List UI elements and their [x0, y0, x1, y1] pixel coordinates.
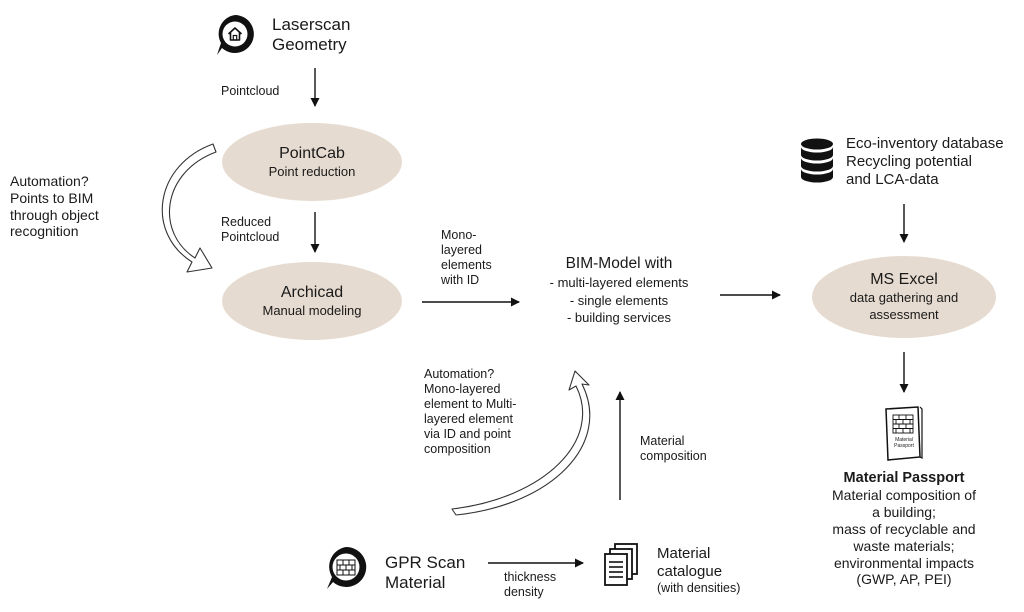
material-catalogue-label: Material catalogue (with densities) — [657, 545, 741, 595]
archicad-node: Archicad Manual modeling — [222, 262, 402, 340]
archicad-title: Archicad — [280, 283, 344, 301]
msexcel-title: MS Excel — [870, 271, 938, 289]
laserscan-label: Laserscan Geometry — [272, 15, 351, 55]
archicad-subtitle: Manual modeling — [262, 302, 362, 318]
mono-layered-label: Mono- layered elements with ID — [441, 228, 492, 287]
database-icon — [800, 138, 834, 184]
curved-automation-arrow-1 — [161, 143, 217, 273]
automation-note-1: Automation? Points to BIM through object… — [10, 173, 99, 240]
gpr-scan-label: GPR Scan Material — [385, 553, 466, 593]
bim-title: BIM-Model with — [565, 255, 673, 272]
pointcab-title: PointCab — [279, 144, 345, 162]
pointcab-node: PointCab Point reduction — [222, 123, 402, 201]
thickness-density-label: thickness density — [504, 570, 557, 599]
material-passport-block: Material Passport Material composition o… — [812, 470, 996, 588]
material-passport-title: Material Passport — [843, 470, 965, 486]
msexcel-node: MS Excel data gathering and assessment — [812, 256, 996, 338]
passport-icon-text: Material Passport — [894, 437, 914, 449]
reduced-pointcloud-label: Reduced Pointcloud — [221, 215, 280, 244]
bim-model-block: BIM-Model with - multi-layered elements … — [533, 254, 705, 327]
pointcab-subtitle: Point reduction — [268, 163, 356, 179]
documents-stack-icon — [603, 543, 639, 587]
pointcloud-label: Pointcloud — [221, 84, 280, 98]
eco-inventory-label: Eco-inventory database Recycling potenti… — [846, 135, 1004, 188]
material-composition-label: Material composition — [640, 434, 707, 463]
home-pin-icon — [214, 13, 256, 57]
automation-note-2: Automation? Mono-layered element to Mult… — [424, 367, 517, 456]
brick-wall-pin-icon — [324, 545, 368, 591]
passport-booklet-icon: Material Passport — [884, 405, 924, 463]
